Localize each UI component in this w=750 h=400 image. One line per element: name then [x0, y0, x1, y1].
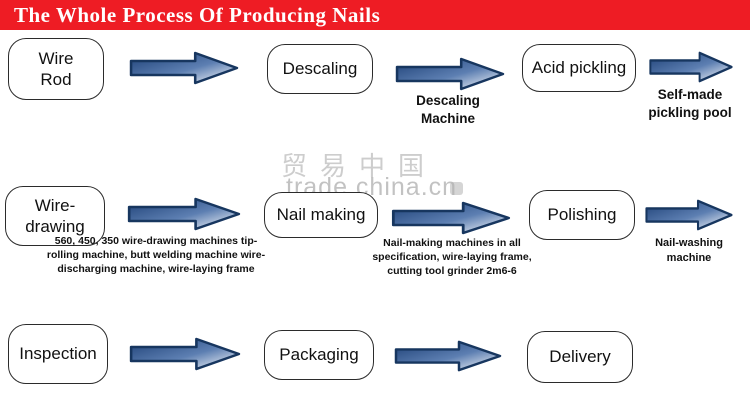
- box-label: Descaling: [282, 59, 358, 79]
- arrow-right-icon: [393, 339, 503, 373]
- title-banner: The Whole Process Of Producing Nails: [0, 0, 750, 30]
- box-label: Delivery: [549, 347, 611, 367]
- watermark-chinese-text: 贸易中国: [281, 151, 438, 181]
- box-label: Packaging: [279, 345, 359, 365]
- page-title: The Whole Process Of Producing Nails: [14, 2, 381, 27]
- arrow-right-icon: [126, 196, 242, 232]
- process-box-delivery: Delivery: [527, 331, 633, 383]
- arrow-right-icon: [644, 198, 734, 232]
- process-box-polishing: Polishing: [529, 190, 635, 240]
- watermark-logo-icon: [450, 182, 463, 195]
- box-label: Wire-drawing: [25, 195, 85, 236]
- caption-nail-washing-machine: Nail-washing machine: [655, 237, 723, 264]
- caption-self-made-pickling-pool: Self-made pickling pool: [648, 87, 732, 120]
- arrow-right-icon: [648, 50, 734, 84]
- box-label: Wire Rod: [38, 48, 74, 89]
- caption-wire-drawing-machines: 560, 450, 350 wire-drawing machines tip-…: [46, 235, 266, 276]
- box-label: Nail making: [276, 205, 366, 225]
- arrow-right-icon: [128, 336, 242, 372]
- arrow-right-icon: [390, 200, 512, 236]
- process-box-nail-making: Nail making: [264, 192, 378, 238]
- caption-descaling-machine: Descaling Machine: [416, 93, 480, 126]
- process-box-acid-pickling: Acid pickling: [522, 44, 636, 92]
- process-box-inspection: Inspection: [8, 324, 108, 384]
- process-box-wire-rod: Wire Rod: [8, 38, 104, 100]
- process-box-wire-drawing: Wire-drawing: [5, 186, 105, 246]
- process-box-packaging: Packaging: [264, 330, 374, 380]
- box-label: Acid pickling: [531, 58, 627, 78]
- box-label: Inspection: [19, 344, 97, 364]
- caption-nail-making-machines: Nail-making machines in all specificatio…: [372, 237, 532, 278]
- process-box-descaling: Descaling: [267, 44, 373, 94]
- box-label: Polishing: [547, 205, 617, 225]
- arrow-right-icon: [128, 50, 240, 86]
- arrow-right-icon: [394, 56, 506, 92]
